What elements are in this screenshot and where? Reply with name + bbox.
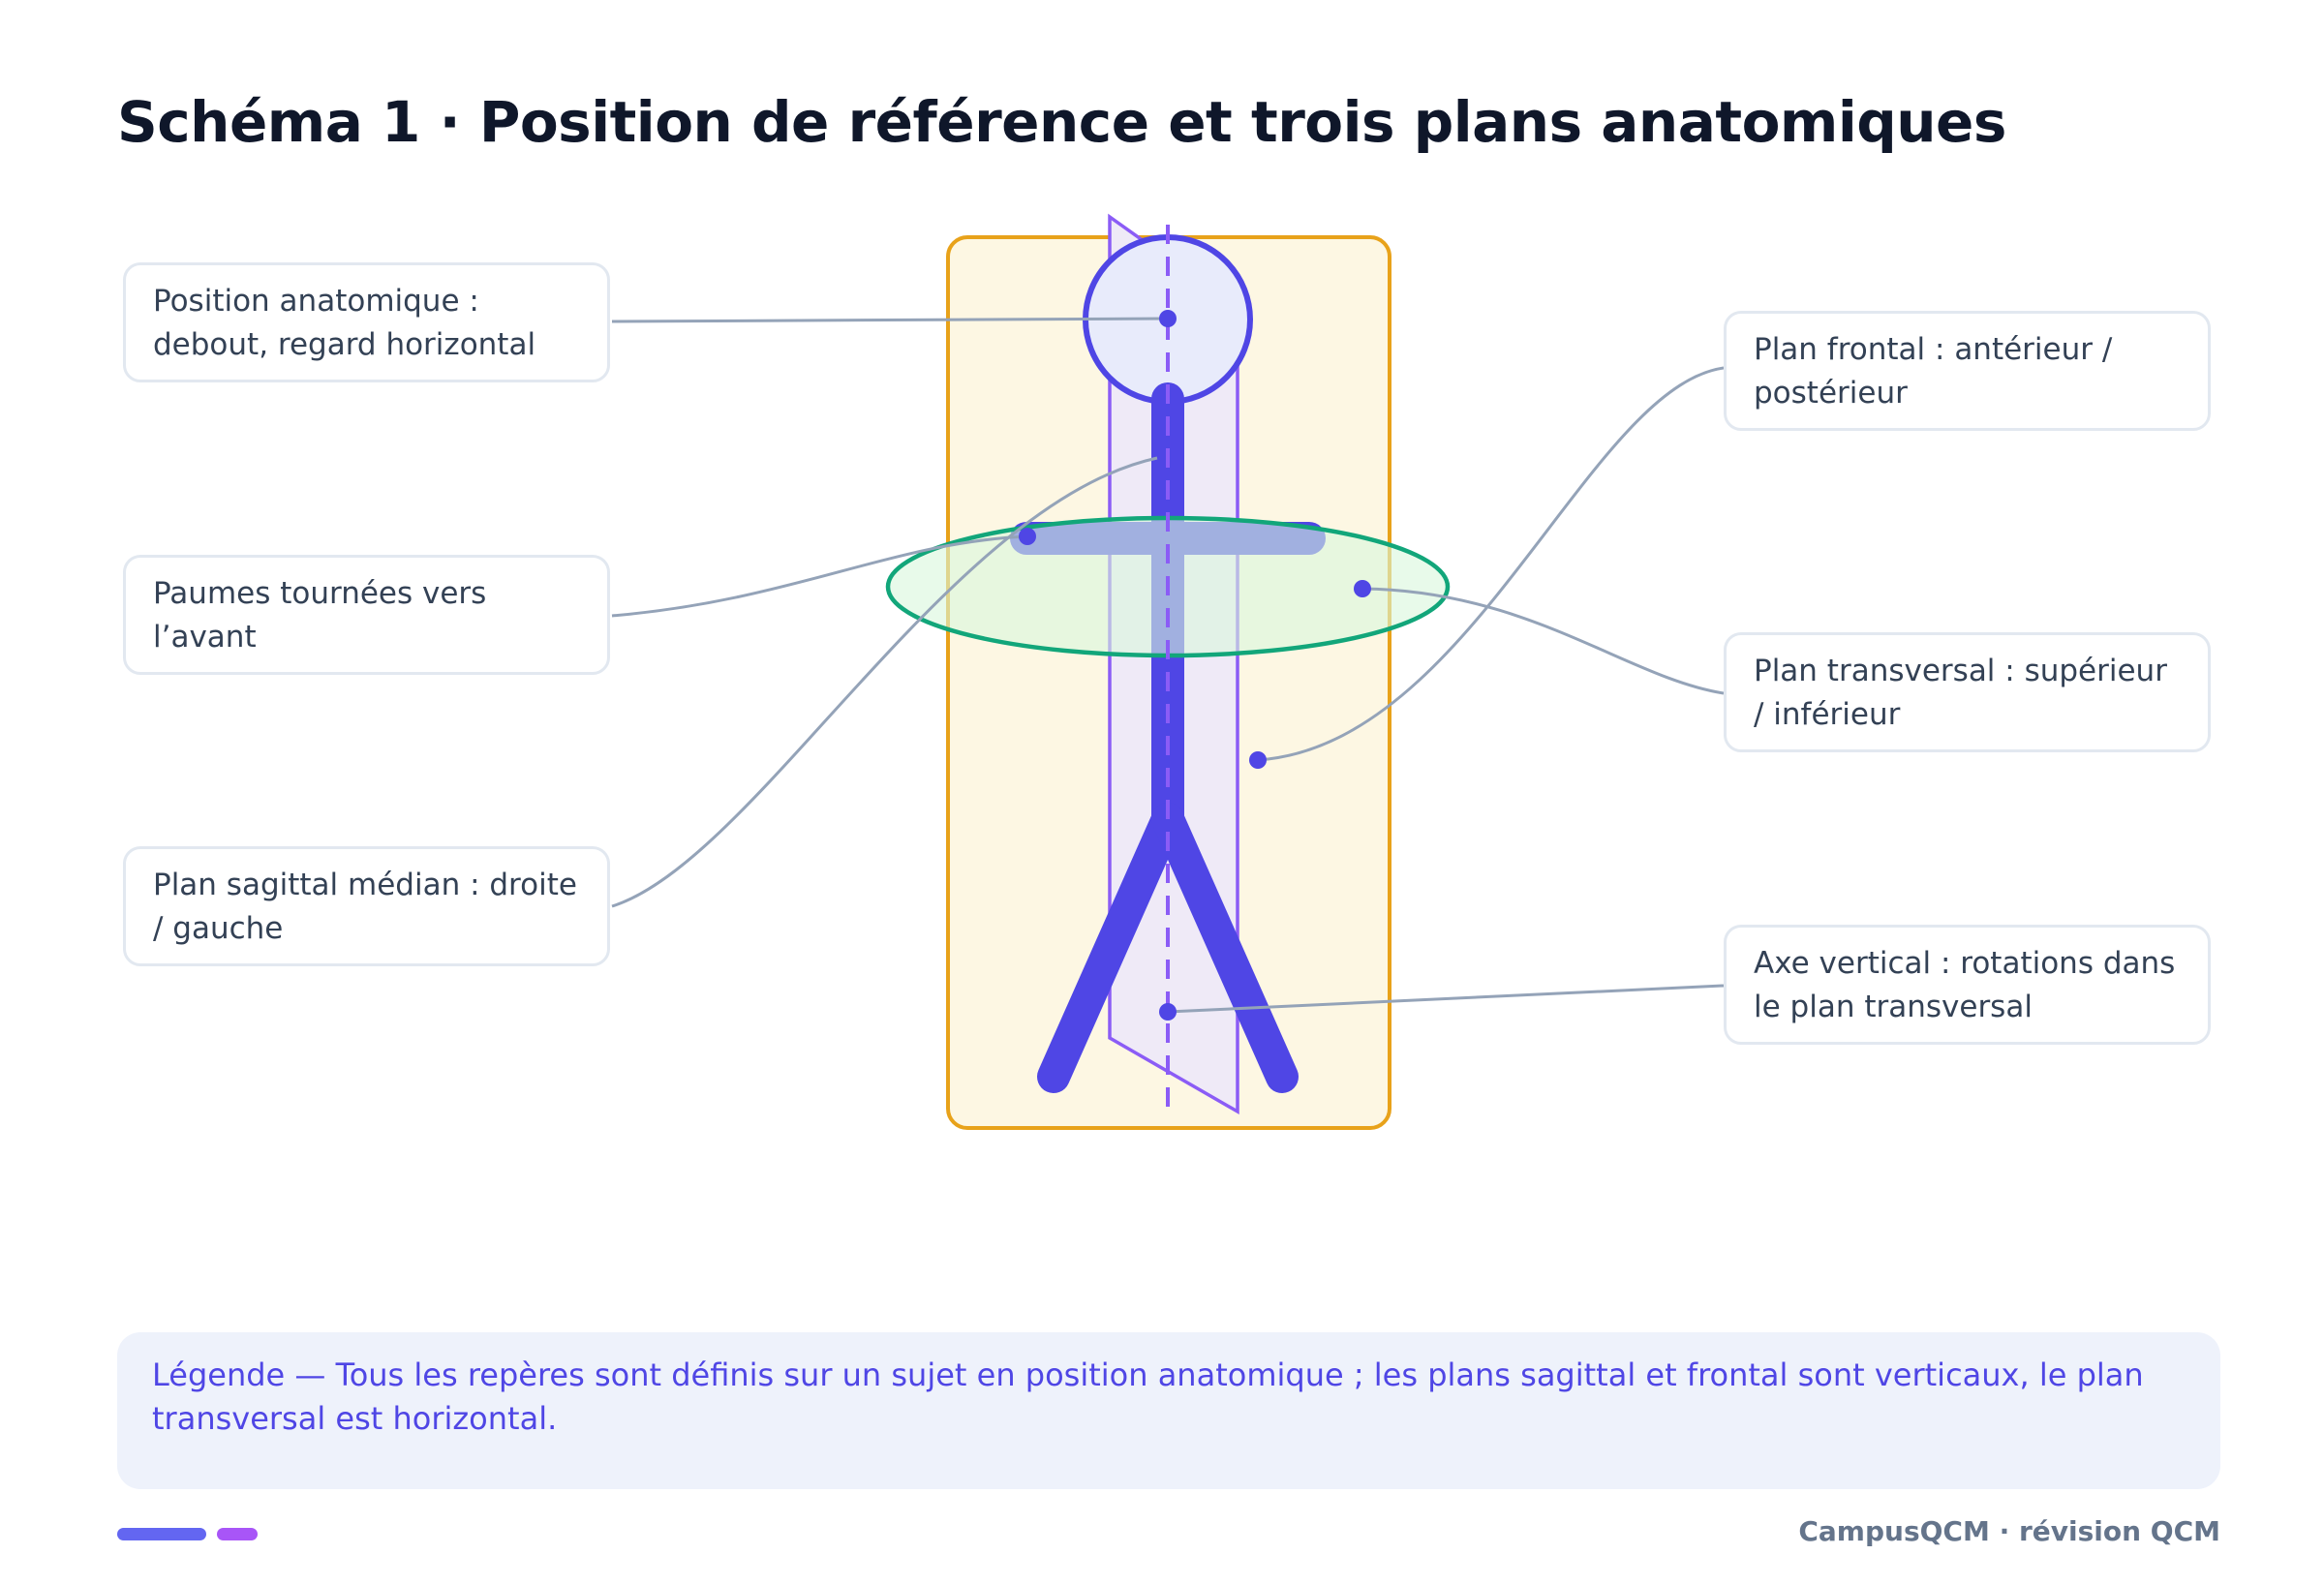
- label-line: postérieur: [1754, 376, 1908, 411]
- label-line: Position anatomique :: [153, 284, 479, 319]
- dot-head: [1159, 310, 1177, 327]
- page-title: Schéma 1 · Position de référence et troi…: [117, 89, 2006, 155]
- dot-transverse: [1354, 580, 1371, 597]
- legend-line: transversal est horizontal.: [152, 1400, 558, 1437]
- right-leg: [1151, 803, 1299, 1093]
- label-line: debout, regard horizontal: [153, 327, 536, 362]
- accent-bar-primary: [117, 1528, 206, 1540]
- left-leg: [1037, 803, 1184, 1093]
- leader-lines: [611, 317, 1725, 1014]
- leader-plan-frontal: [1257, 366, 1725, 762]
- label-line: Plan frontal : antérieur /: [1754, 332, 2113, 367]
- legend-box: Légende — Tous les repères sont définis …: [117, 1332, 2220, 1489]
- label-line: / inférieur: [1754, 697, 1901, 732]
- label-position-anatomique: Position anatomique : debout, regard hor…: [123, 262, 610, 382]
- label-line: Plan transversal : supérieur: [1754, 654, 2167, 688]
- leader-plan-transversal: [1361, 587, 1725, 695]
- accent-bar-secondary: [217, 1528, 258, 1540]
- leader-plan-sagittal: [611, 456, 1158, 908]
- label-line: Paumes tournées vers: [153, 576, 487, 611]
- leader-paumes: [611, 534, 1028, 618]
- label-plan-frontal: Plan frontal : antérieur / postérieur: [1724, 311, 2211, 431]
- label-line: Axe vertical : rotations dans: [1754, 946, 2176, 981]
- label-line: / gauche: [153, 911, 284, 946]
- dot-palm: [1019, 528, 1036, 545]
- legend-line: Légende — Tous les repères sont définis …: [152, 1356, 2144, 1393]
- label-paumes: Paumes tournées vers l’avant: [123, 555, 610, 675]
- label-plan-sagittal: Plan sagittal médian : droite / gauche: [123, 846, 610, 966]
- anchor-dots: [1019, 310, 1371, 1021]
- leader-axe-vertical: [1167, 984, 1725, 1014]
- label-line: Plan sagittal médian : droite: [153, 868, 577, 902]
- label-line: l’avant: [153, 620, 257, 655]
- leader-position-anatomique: [611, 317, 1169, 323]
- label-plan-transversal: Plan transversal : supérieur / inférieur: [1724, 632, 2211, 752]
- footer-brand: CampusQCM · révision QCM: [1798, 1515, 2220, 1547]
- dot-frontal: [1249, 751, 1267, 769]
- label-axe-vertical: Axe vertical : rotations dans le plan tr…: [1724, 925, 2211, 1045]
- label-line: le plan transversal: [1754, 990, 2033, 1024]
- dot-axis: [1159, 1003, 1177, 1021]
